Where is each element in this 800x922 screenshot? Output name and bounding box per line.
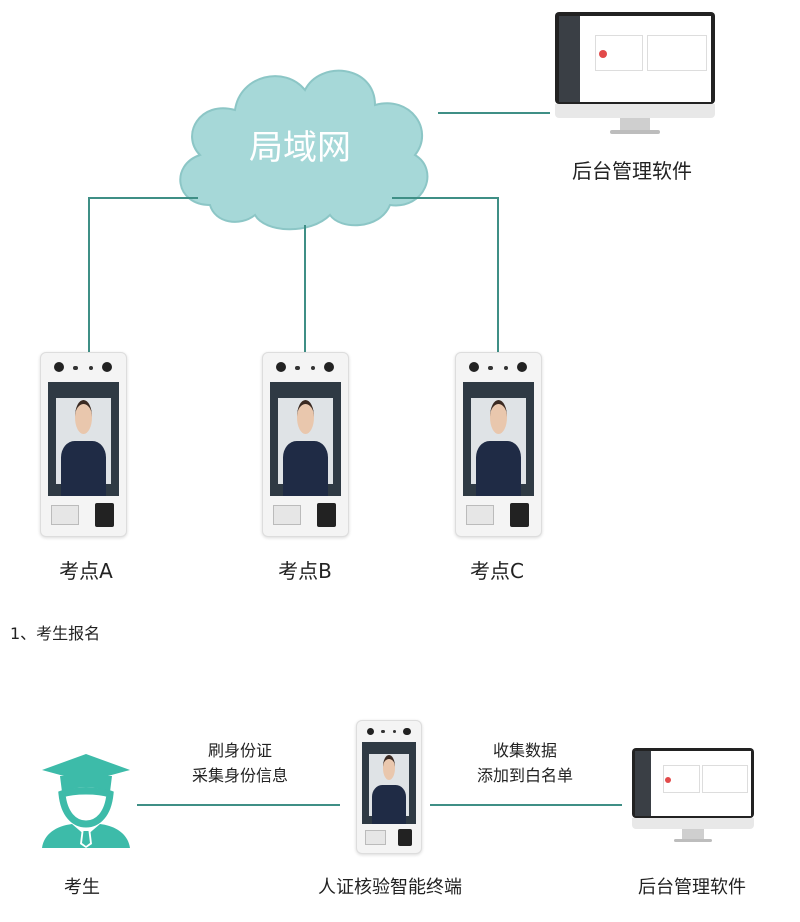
terminal-label: 人证核验智能终端 — [318, 877, 462, 898]
step1-text: 刷身份证 采集身份信息 — [192, 738, 288, 788]
step2-line2: 添加到白名单 — [476, 766, 574, 785]
lan-cloud — [179, 69, 429, 231]
server-monitor — [555, 12, 715, 137]
terminal-device-b — [262, 352, 349, 537]
step1-line2: 采集身份信息 — [191, 766, 289, 785]
connector-student-terminal — [137, 804, 340, 806]
connector-a-v — [88, 197, 90, 353]
server-monitor-bottom — [632, 748, 754, 844]
connector-a-h — [88, 197, 198, 199]
connector-c-h — [392, 197, 499, 199]
site-label-a: 考点A — [59, 559, 113, 583]
step2-line1: 收集数据 — [492, 741, 558, 760]
terminal-device-a — [40, 352, 127, 537]
verification-terminal — [356, 720, 422, 854]
step2-text: 收集数据 添加到白名单 — [477, 738, 573, 788]
server-label-bottom: 后台管理软件 — [638, 877, 746, 898]
site-label-c: 考点C — [470, 559, 524, 583]
site-label-b: 考点B — [278, 559, 332, 583]
lan-label: 局域网 — [249, 128, 351, 168]
connector-terminal-server — [430, 804, 622, 806]
section-title: 1、考生报名 — [10, 624, 101, 643]
student-icon — [42, 754, 130, 848]
student-label: 考生 — [64, 877, 100, 898]
server-label: 后台管理软件 — [572, 159, 692, 183]
connector-b-v — [304, 225, 306, 353]
step1-line1: 刷身份证 — [207, 741, 273, 760]
terminal-device-c — [455, 352, 542, 537]
connector-cloud-server — [438, 112, 550, 114]
connector-c-v — [497, 197, 499, 353]
